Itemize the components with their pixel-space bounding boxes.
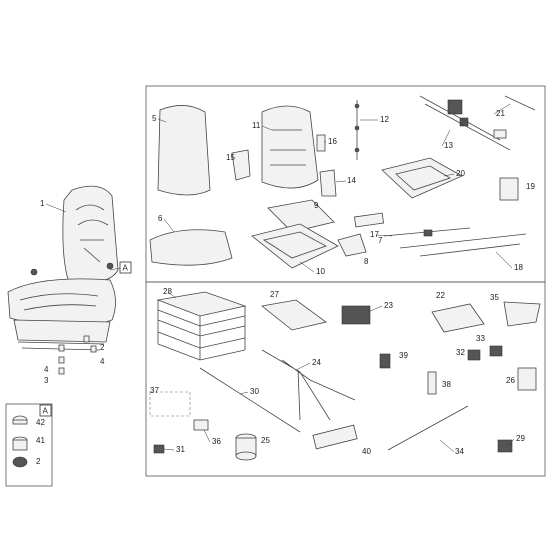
callout-29: 29 (516, 434, 525, 443)
callout-7: 7 (378, 236, 383, 245)
callout-20: 20 (456, 169, 465, 178)
part-29 (497, 439, 513, 453)
callout-2: 2 (100, 343, 105, 352)
callout-24: 24 (312, 358, 321, 367)
callout-32: 32 (456, 348, 465, 357)
callout-6: 6 (158, 214, 163, 223)
plate-7 (353, 212, 385, 228)
callout-38: 38 (442, 380, 451, 389)
callout-34: 34 (455, 447, 464, 456)
callout-13: 13 (444, 141, 453, 150)
callout-17: 17 (370, 230, 379, 239)
fasteners-left (58, 335, 97, 375)
callout-19: 19 (526, 182, 535, 191)
side-cover-left (231, 149, 251, 181)
callout-22: 22 (436, 291, 445, 300)
plate-8 (337, 233, 367, 257)
part-38 (427, 371, 437, 395)
callout-40: 40 (362, 447, 371, 456)
view-a-tag (119, 261, 132, 274)
callout-39: 39 (399, 351, 408, 360)
valve-block (341, 305, 371, 325)
callout-26: 26 (506, 376, 515, 385)
cable-30 (199, 367, 301, 433)
heater-strip-40 (312, 424, 358, 450)
callout-30: 30 (250, 387, 259, 396)
console-base (381, 157, 463, 199)
backrest-frame (261, 105, 319, 189)
callout-28: 28 (163, 287, 172, 296)
callout-23: 23 (384, 301, 393, 310)
callout-4b: 4 (44, 365, 49, 374)
rod-34 (387, 405, 469, 451)
callout-10: 10 (316, 267, 325, 276)
scissor-frame (261, 299, 327, 331)
callout-14: 14 (347, 176, 356, 185)
callout-18: 18 (514, 263, 523, 272)
callout-4a: 4 (100, 357, 105, 366)
motor-25 (235, 433, 257, 461)
part-31 (153, 444, 165, 454)
callout-5: 5 (152, 114, 157, 123)
pad-35 (503, 301, 541, 327)
bracket-16 (316, 134, 326, 152)
callout-11: 11 (252, 121, 261, 130)
callout-1: 1 (40, 199, 45, 208)
callout-27: 27 (270, 290, 279, 299)
view-a-header-label: A (43, 407, 49, 416)
dashed-group-37 (149, 391, 191, 417)
callout-labels: 1 2 4 4 3 42 41 2 5 11 12 21 16 13 15 14… (36, 109, 535, 466)
callout-2b: 2 (36, 457, 41, 466)
callout-12: 12 (380, 115, 389, 124)
callout-36: 36 (212, 437, 221, 446)
callout-31: 31 (176, 445, 185, 454)
backrest-cover (157, 105, 211, 196)
callout-41: 41 (36, 436, 45, 445)
cable-harness-24 (261, 349, 356, 421)
callout-37: 37 (150, 386, 159, 395)
callout-42: 42 (36, 418, 45, 427)
view-a-frame (5, 403, 53, 487)
suspension-mechanism (156, 291, 247, 361)
seat-belt-assembly (419, 95, 536, 151)
callout-9: 9 (314, 201, 319, 210)
clip-33 (489, 345, 503, 357)
view-a-header (39, 404, 52, 417)
part-39 (379, 353, 391, 369)
part-36 (193, 419, 209, 431)
seat-cushion (149, 229, 233, 266)
suspension-frame (251, 223, 339, 269)
callout-15: 15 (226, 153, 235, 162)
fastener-bag-26 (517, 367, 537, 391)
plate-22 (431, 303, 485, 333)
callout-8: 8 (364, 257, 369, 266)
callout-35: 35 (490, 293, 499, 302)
side-cover-right (319, 169, 337, 197)
rail-18 (399, 233, 527, 257)
complete-seat-illustration (7, 185, 119, 351)
callout-25: 25 (261, 436, 270, 445)
fastener-bag-19 (499, 177, 519, 201)
view-a-tag-label: A (123, 264, 129, 273)
callout-21: 21 (496, 109, 505, 118)
callout-3: 3 (44, 376, 49, 385)
leader-lines (157, 103, 515, 453)
callout-16: 16 (328, 137, 337, 146)
callout-33: 33 (476, 334, 485, 343)
bottom-parts-frame (145, 281, 546, 477)
clip-32 (467, 349, 481, 361)
view-a-parts (12, 415, 28, 468)
rod-assembly (354, 100, 360, 160)
suspension-top-plate (267, 199, 335, 233)
